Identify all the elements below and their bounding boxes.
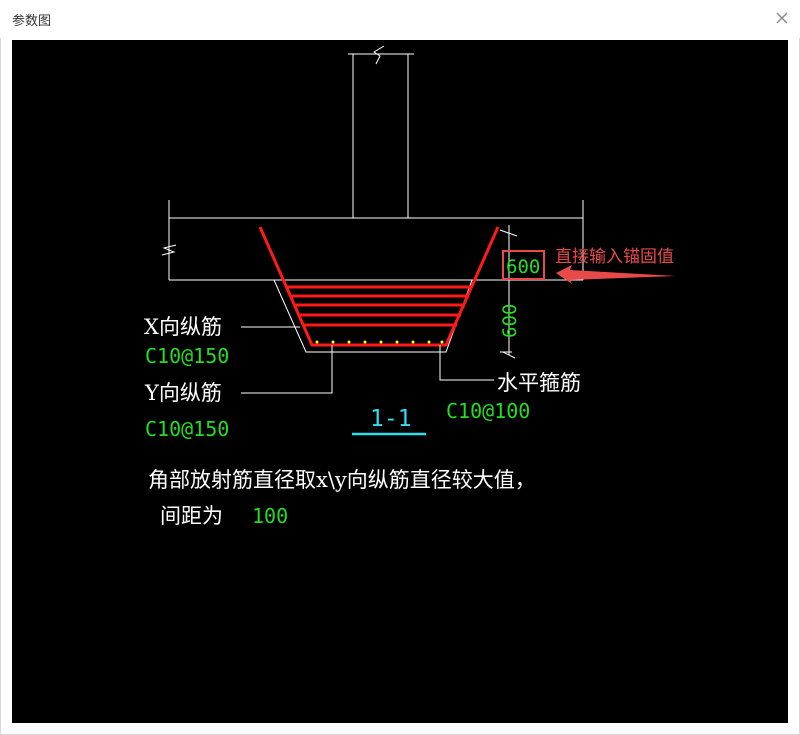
y-rebar-value: C10@150 bbox=[145, 417, 229, 441]
note-spacing-value[interactable]: 100 bbox=[252, 504, 288, 528]
bottom-bar-dots bbox=[315, 340, 444, 344]
annotation-arrow bbox=[556, 265, 676, 284]
y-rebar-label: Y向纵筋 bbox=[144, 381, 222, 405]
window-title: 参数图 bbox=[12, 14, 52, 29]
x-rebar-value: C10@150 bbox=[145, 344, 229, 368]
rebar-lines bbox=[258, 226, 500, 347]
section-drawing: 600 600 直接输入锚固值 X向纵筋 C10@150 Y向纵筋 C10@15… bbox=[144, 45, 676, 528]
column-outline bbox=[348, 45, 414, 218]
drawing-canvas: 600 600 直接输入锚固值 X向纵筋 C10@150 Y向纵筋 C10@15… bbox=[12, 40, 788, 723]
section-label: 1-1 bbox=[370, 406, 412, 432]
annotation-text: 直接输入锚固值 bbox=[555, 247, 674, 267]
hoop-label: 水平箍筋 bbox=[497, 371, 581, 395]
anchor-value-box[interactable] bbox=[502, 250, 545, 280]
close-icon[interactable] bbox=[770, 6, 794, 30]
dimension-lines bbox=[499, 225, 518, 359]
title-bar: 参数图 bbox=[0, 0, 800, 38]
hoop-value: C10@100 bbox=[446, 399, 530, 423]
height-dimension-text: 600 bbox=[499, 304, 521, 338]
note-spacing-label: 间距为 bbox=[160, 504, 223, 528]
note-line-1: 角部放射筋直径取x\y向纵筋直径较大值， bbox=[148, 468, 536, 492]
leader-lines bbox=[241, 326, 494, 394]
x-rebar-label: X向纵筋 bbox=[144, 315, 222, 339]
anchor-value-input[interactable]: 600 bbox=[506, 256, 540, 278]
